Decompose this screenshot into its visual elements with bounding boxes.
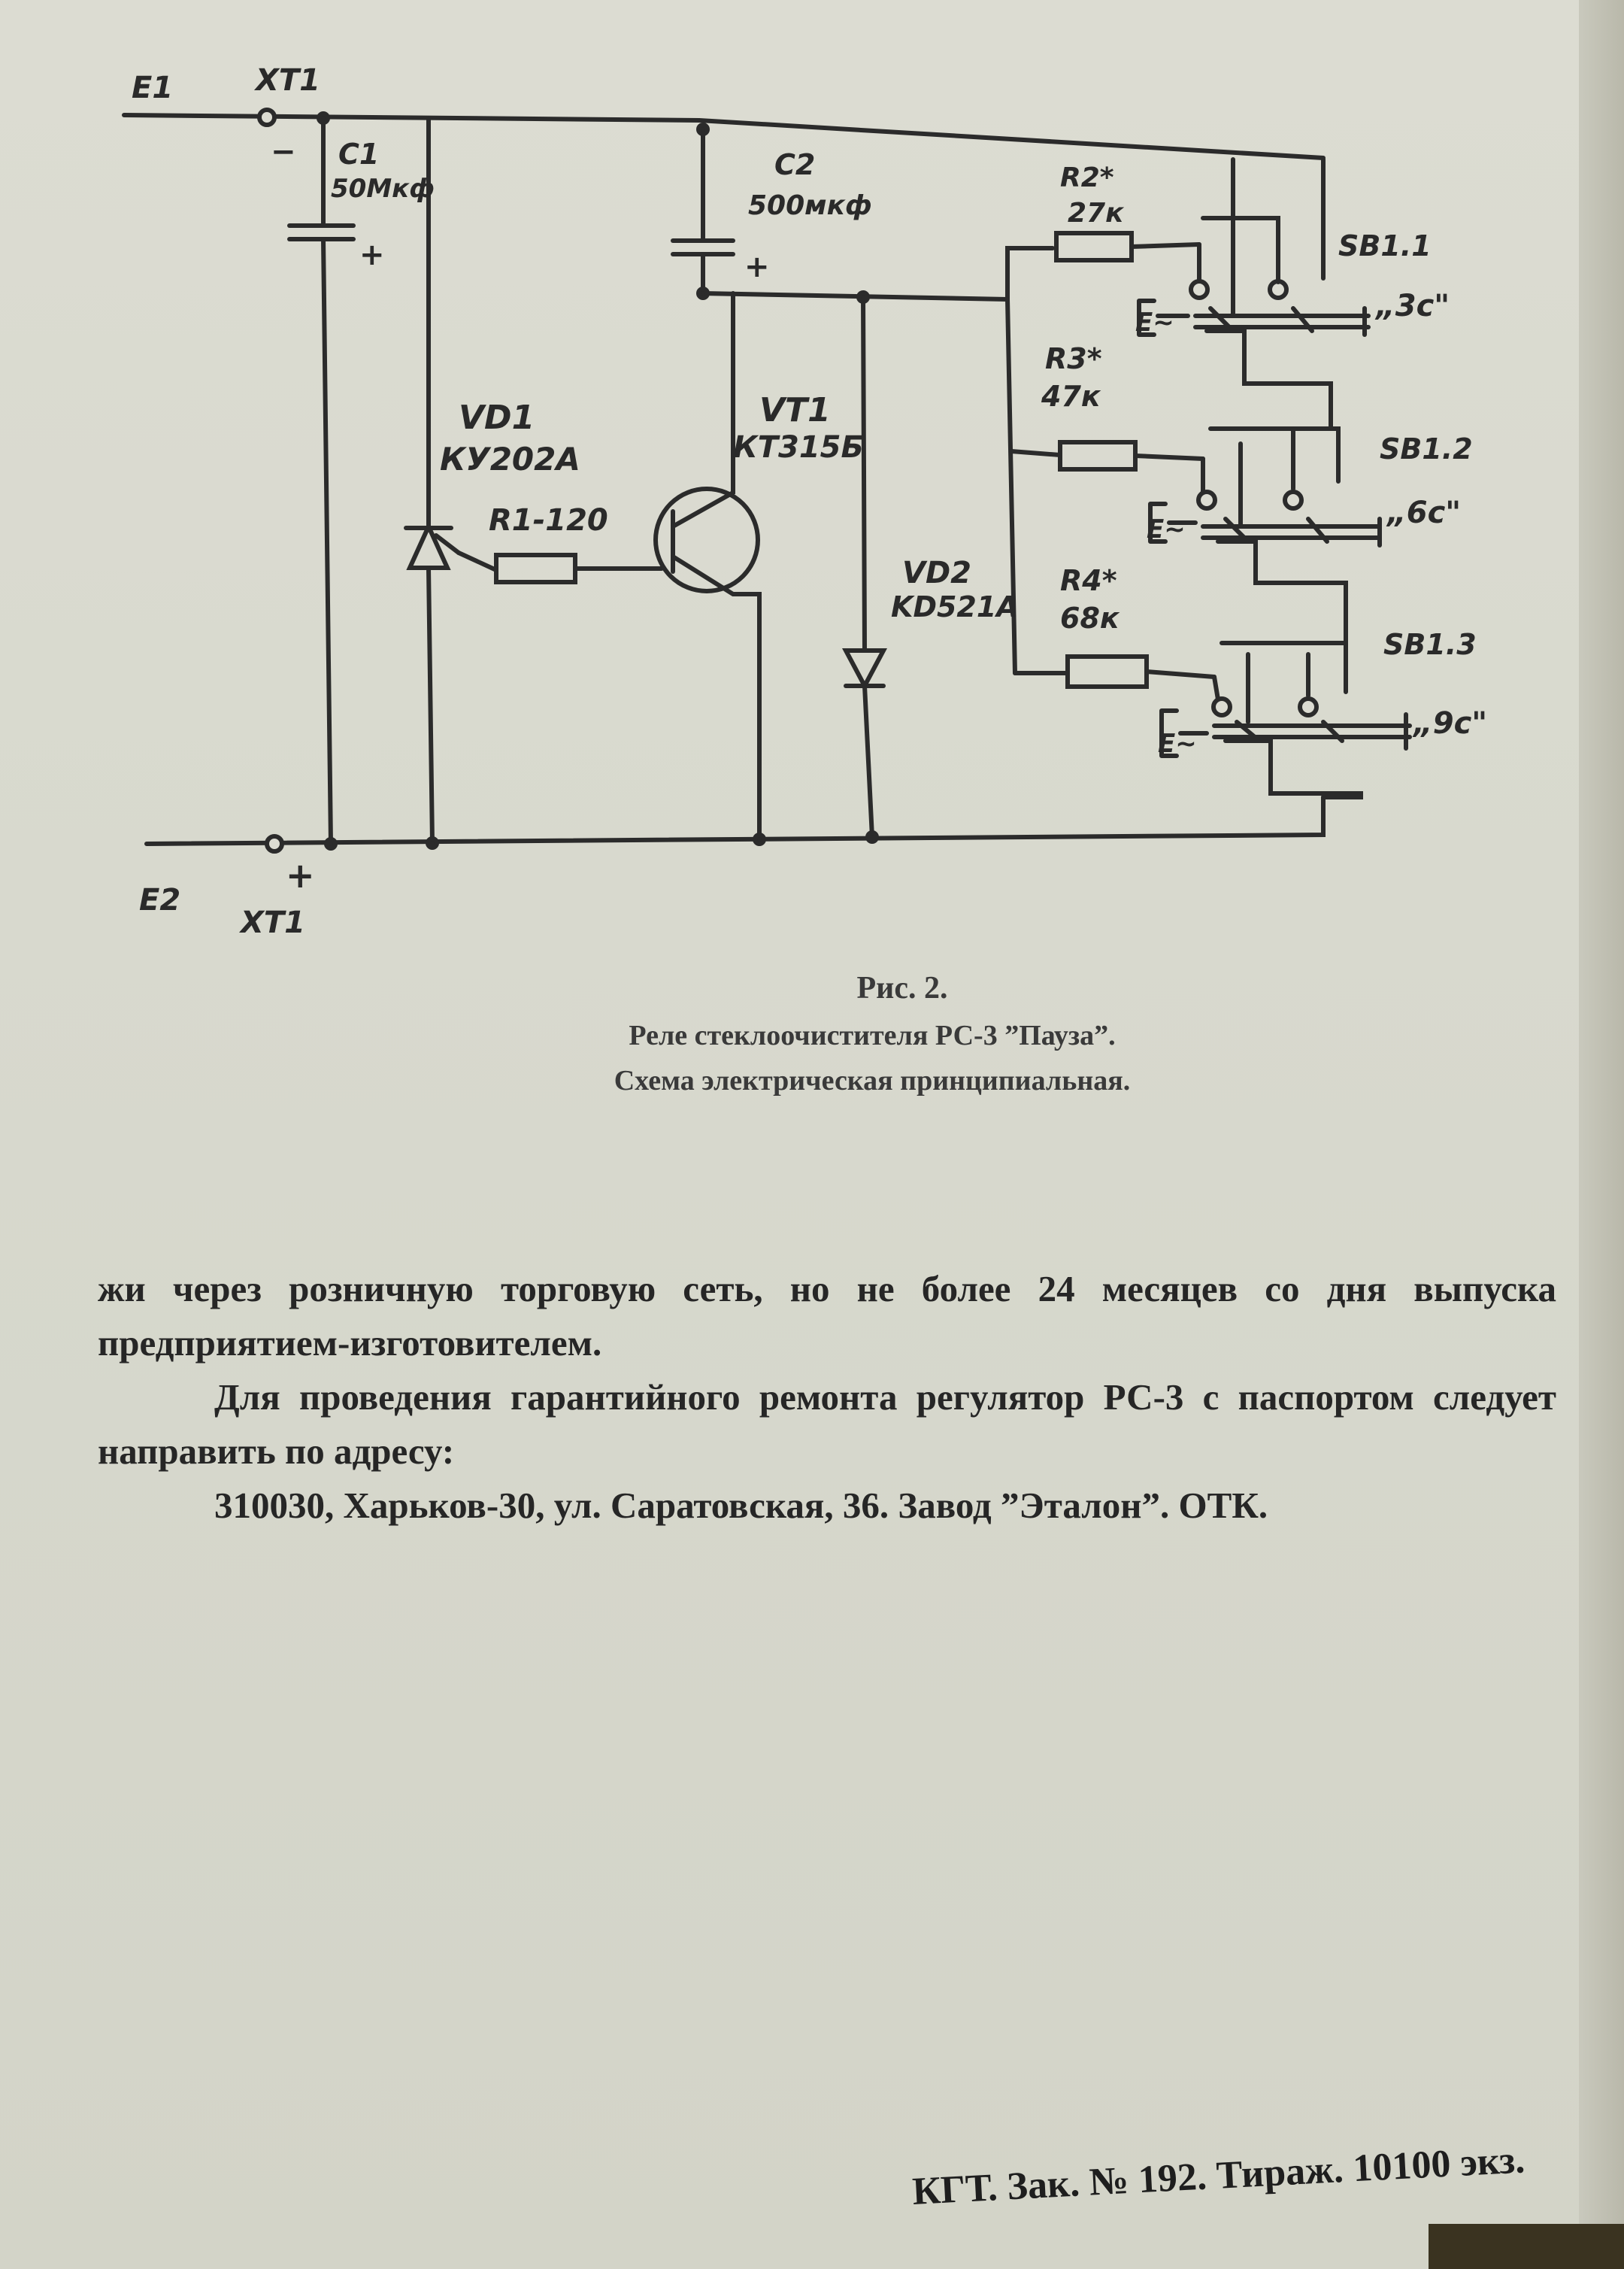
figure-number: Рис. 2. (856, 971, 948, 1006)
vd2-wire-top (861, 293, 867, 653)
c2-ref: C2 (774, 148, 815, 181)
r3-body (1058, 440, 1138, 472)
c1-value: 50Мкф (331, 174, 435, 204)
circuit-schematic: E1 XT1 − E2 XT1 + C1 50Мкф + C2 500мкф +… (122, 63, 1487, 940)
sb1-3-switch (1159, 641, 1412, 799)
vd2-value: KD521A (891, 590, 1019, 623)
vd2-body (842, 648, 887, 691)
r2-body (1054, 231, 1134, 262)
xt1-top-polarity: − (271, 135, 296, 169)
xt1-top-label: XT1 (253, 63, 320, 98)
vd1-body (406, 520, 451, 570)
figure-subtitle: Схема электрическая принципиальная. (614, 1065, 1131, 1097)
resistor-bus (1005, 246, 1055, 302)
repair-paragraph: Для проведения гарантийного ремонта регу… (98, 1376, 1556, 1472)
xt1-bottom-label: XT1 (238, 905, 305, 940)
r4-ref: R4* (1060, 564, 1117, 597)
sb1-1-actuator (1137, 299, 1190, 337)
r1-ref: R1-120 (489, 503, 608, 538)
sb1-1-switch (1137, 157, 1371, 431)
xt1-top-terminal (257, 108, 277, 127)
e2-label: E2 (139, 883, 180, 918)
vt1-value: КТ315Б (733, 430, 864, 465)
sb1-3-actuator (1159, 708, 1209, 758)
bottom-rail (144, 795, 1326, 846)
vd1-value: КУ202А (440, 441, 580, 478)
sb1-1-actuator-label: E~ (1135, 308, 1174, 338)
factory-address: 310030, Харьков-30, ул. Саратовская, 36.… (214, 1485, 1268, 1526)
top-rail (122, 113, 1326, 160)
vd1-gate (434, 533, 461, 555)
sb1-2-actuator-label: E~ (1147, 514, 1186, 544)
r1-lead-left (456, 551, 498, 572)
vt1-emitter (671, 554, 762, 842)
sb1-1-ref: SB1.1 (1338, 229, 1432, 262)
r3-ref: R3* (1045, 342, 1102, 375)
sb1-2-ref: SB1.2 (1380, 432, 1473, 466)
e1-label: E1 (132, 71, 173, 105)
vd2-wire-bottom (862, 684, 874, 839)
sb1-2-actuator (1148, 502, 1198, 544)
r4-body (1065, 654, 1149, 689)
r2-ref: R2* (1060, 162, 1114, 193)
figure-title: Реле стеклоочистителя РС-3 ”Пауза”. (629, 1020, 1116, 1051)
vt1-ref: VT1 (759, 391, 831, 429)
xt1-bottom-terminal (265, 834, 284, 854)
page-edge (1579, 0, 1624, 2269)
sb1-3-actuator-label: E~ (1158, 729, 1197, 759)
r3-value: 47к (1041, 380, 1101, 413)
c2-polarity: + (744, 250, 770, 284)
sb1-3-ref: SB1.3 (1383, 628, 1477, 661)
vt1-collector (671, 291, 735, 529)
r4-value: 68к (1060, 602, 1120, 635)
xt1-bottom-polarity: + (286, 855, 315, 896)
background-strip (1429, 2224, 1624, 2269)
warranty-paragraph: жи через розничную торговую сеть, но не … (98, 1268, 1556, 1364)
sb1-1-time: „3с" (1374, 289, 1450, 323)
sb1-2-switch (1148, 426, 1382, 657)
sb1-2-time: „6с" (1386, 496, 1461, 530)
r2-value: 27к (1068, 198, 1125, 229)
vt1-body (653, 487, 760, 593)
vd1-wire-bottom (426, 566, 435, 845)
c2-value: 500мкф (748, 190, 872, 221)
c1-wire-bottom (321, 237, 333, 846)
vd2-ref: VD2 (902, 556, 971, 590)
vd1-ref: VD1 (459, 399, 535, 437)
c1-polarity: + (359, 238, 385, 272)
r1-body (494, 553, 577, 584)
c1-ref: C1 (338, 138, 379, 171)
sb1-3-time: „9с" (1412, 706, 1487, 741)
